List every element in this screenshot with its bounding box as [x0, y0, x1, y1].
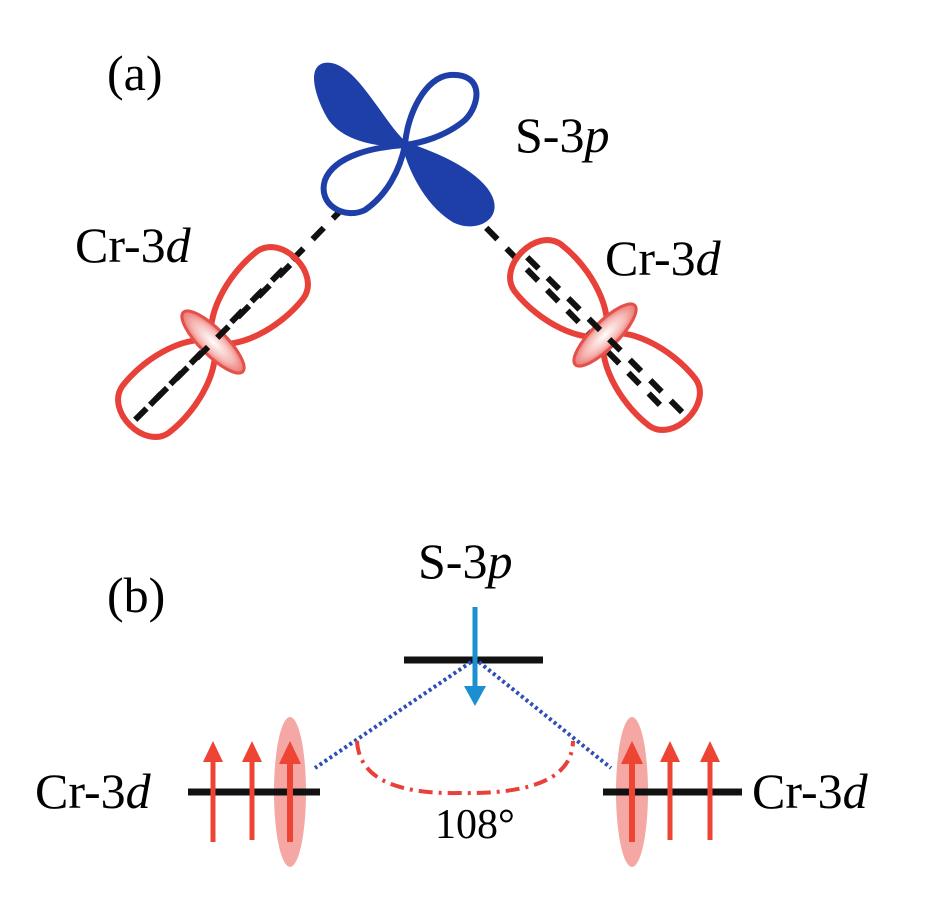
- spin-up-arrow: [242, 741, 262, 840]
- panel-a-label: (a): [107, 45, 163, 101]
- bond-angle-arc: [355, 740, 575, 796]
- spin-up-arrow: [279, 741, 301, 842]
- s-lobe-upper-left: [313, 62, 416, 150]
- s-lobe-lower-left: [320, 141, 409, 217]
- bond-dotted-left: [313, 660, 473, 770]
- spin-up-arrow: [700, 741, 720, 840]
- cr-3d-level-label-left: Cr-3d: [35, 763, 152, 819]
- cr-3d-level-label-right: Cr-3d: [752, 763, 869, 819]
- spin-up-arrow: [621, 741, 643, 842]
- cr-left-lobe-upper: [208, 244, 311, 347]
- cr-left-axis: [133, 262, 293, 422]
- bond-angle-label: 108°: [435, 802, 515, 848]
- cr-3d-orbital-left: [115, 244, 311, 440]
- s-3p-orbital: [313, 62, 495, 227]
- cr-3d-label-right: Cr-3d: [605, 230, 722, 286]
- panel-a: (a) S-3p Cr-3d: [75, 45, 722, 440]
- s-3p-label: S-3p: [515, 107, 609, 163]
- cr-right-lobe-upper: [600, 330, 703, 433]
- cr-3d-label-left: Cr-3d: [75, 217, 192, 273]
- cr-3d-level-left: [188, 717, 320, 867]
- s-lobe-lower-right: [400, 140, 495, 227]
- panel-b: (b) S-3p 108°: [35, 533, 869, 867]
- cr-right-axis: [525, 255, 685, 415]
- spin-up-arrow: [203, 741, 223, 842]
- panel-b-label: (b): [107, 567, 165, 623]
- bond-dotted-right: [477, 660, 613, 770]
- s-lobe-upper-right: [401, 71, 480, 149]
- s-spin-down-arrow: [464, 607, 486, 706]
- cr-3d-orbital-right: [507, 237, 703, 433]
- cr-left-lobe-lower: [115, 337, 218, 440]
- s-3p-level-label: S-3p: [418, 533, 512, 589]
- cr-3d-level-right: [603, 717, 742, 867]
- cr-right-lobe-lower: [507, 237, 610, 340]
- spin-up-arrow: [660, 741, 680, 840]
